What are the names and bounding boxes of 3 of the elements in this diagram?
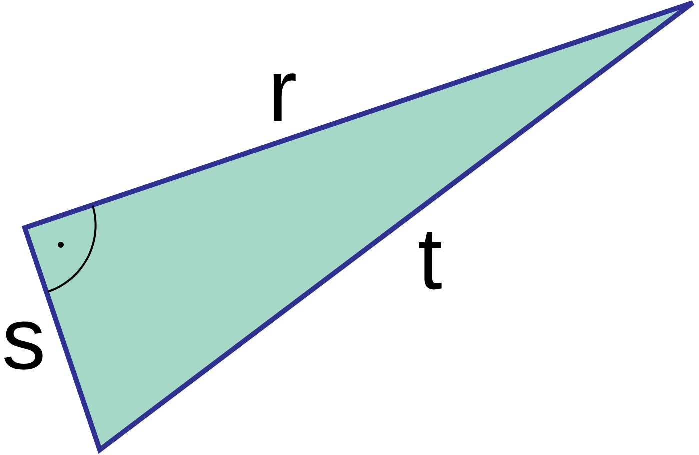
side-label: r bbox=[268, 47, 298, 135]
side-label: t bbox=[418, 215, 442, 303]
side-label: s bbox=[2, 295, 46, 383]
